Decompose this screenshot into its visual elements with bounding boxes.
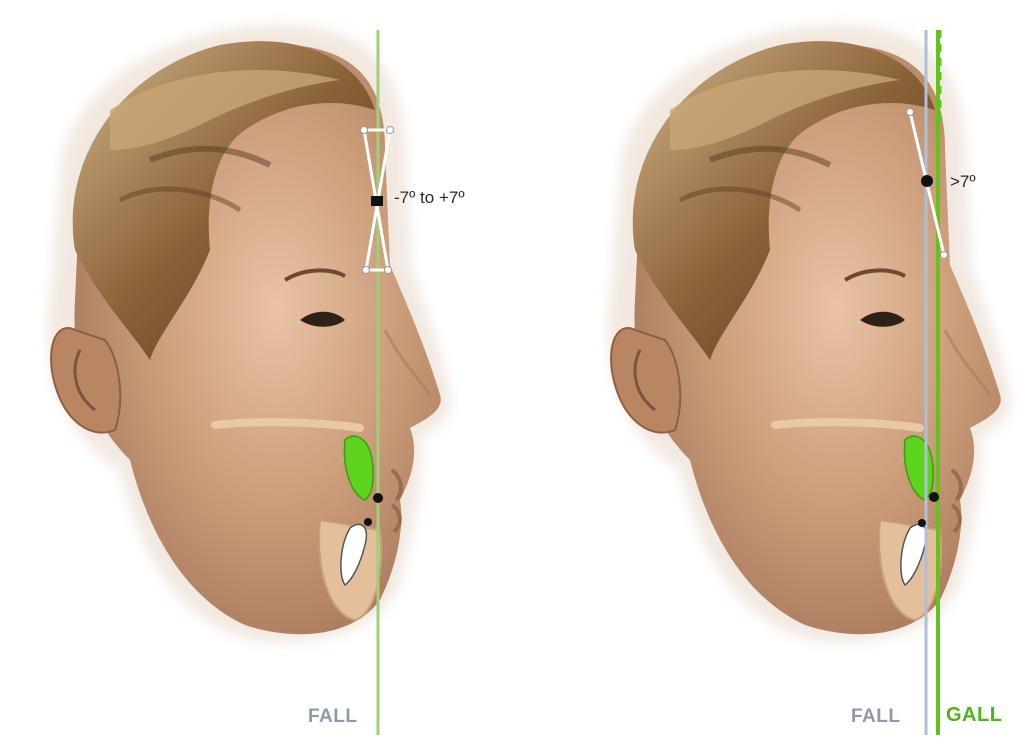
right-fall-label: FALL xyxy=(851,706,901,728)
left-angle-label: -7º to +7º xyxy=(394,188,465,208)
left-lower-point xyxy=(364,518,372,526)
left-head xyxy=(48,25,451,642)
right-lower-point xyxy=(918,519,926,527)
right-angle-label: >7º xyxy=(950,172,976,192)
left-fall-label: FALL xyxy=(308,706,358,728)
right-gall-label: GALL xyxy=(946,704,1002,727)
right-head xyxy=(608,25,1011,642)
right-upper-point xyxy=(929,492,939,502)
left-upper-point xyxy=(373,493,383,503)
